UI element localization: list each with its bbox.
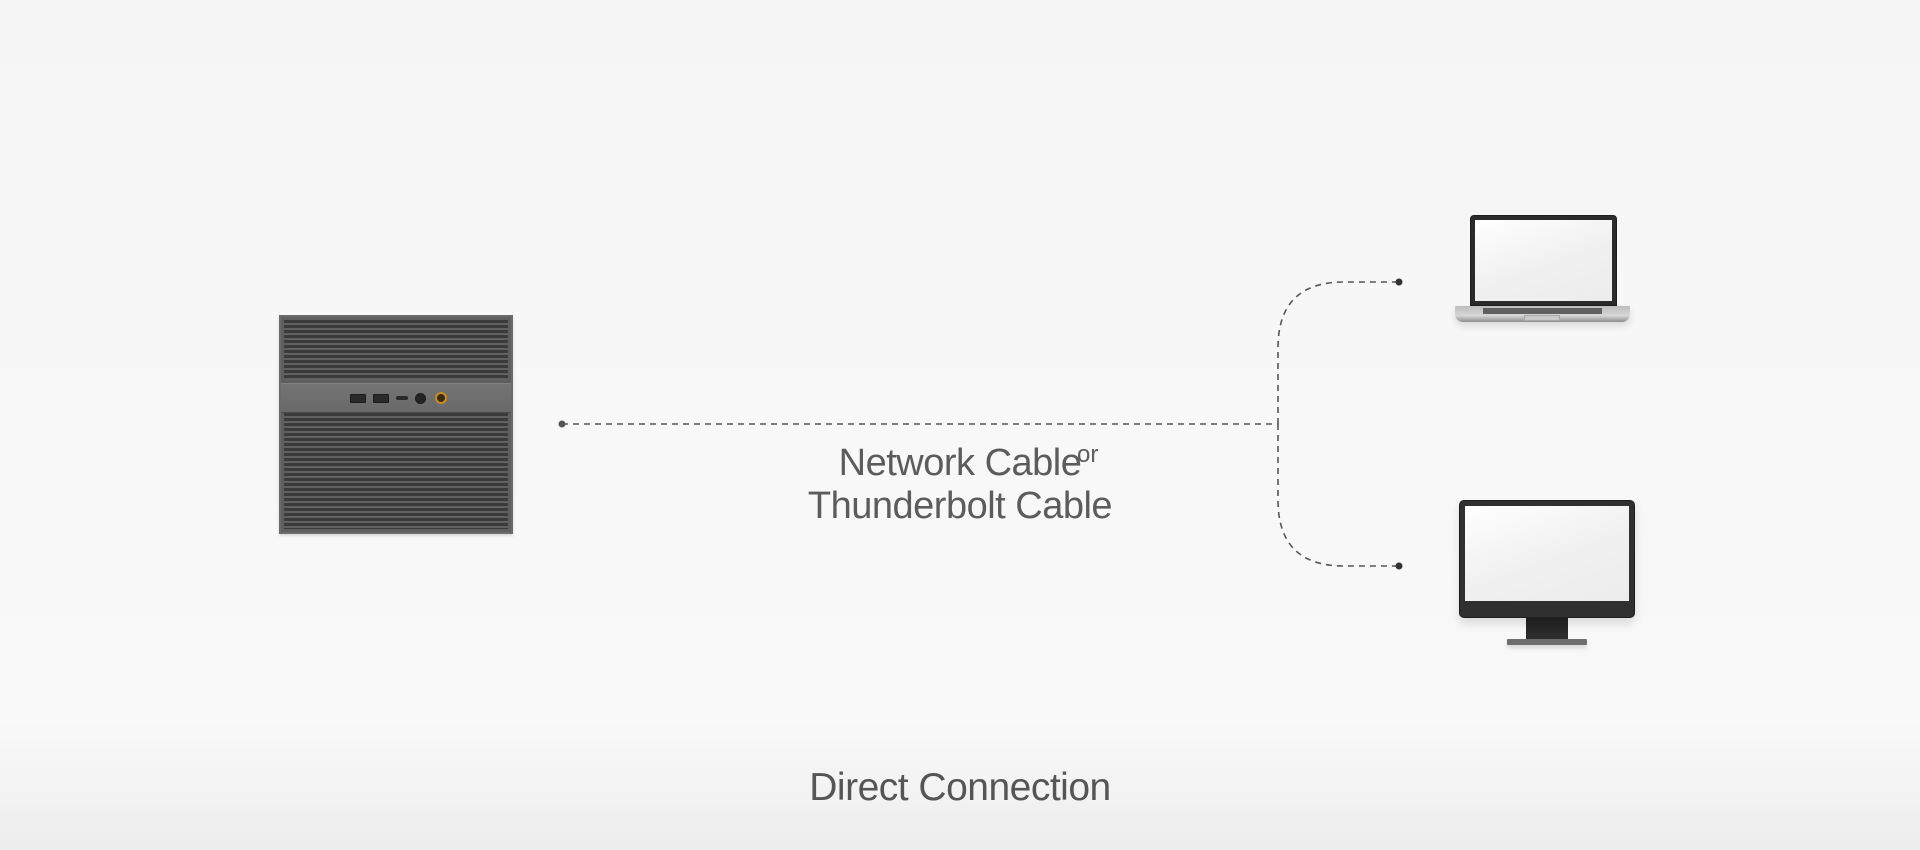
nas-vent-top (284, 320, 508, 380)
monitor-screen (1465, 506, 1629, 601)
nas-front-panel (281, 383, 511, 413)
laptop-icon (1455, 215, 1630, 355)
laptop-lid (1470, 215, 1617, 306)
thunderbolt-cable-label: Thunderbolt Cable (700, 485, 1220, 527)
diagram-title: Direct Connection (660, 766, 1260, 810)
nas-device-icon (279, 315, 513, 534)
or-label: or (1077, 441, 1098, 469)
monitor-stand (1526, 618, 1568, 640)
monitor-foot (1507, 639, 1587, 645)
connector-endpoint-nas (559, 421, 566, 428)
audio-port-icon (415, 393, 426, 404)
desktop-monitor-icon (1459, 500, 1635, 650)
usb-port-icon (373, 394, 389, 403)
usb-port-icon (350, 394, 366, 403)
laptop-trackpad (1524, 315, 1560, 321)
laptop-screen (1475, 220, 1612, 301)
power-button-icon (435, 392, 447, 404)
nas-vent-bottom (284, 413, 508, 529)
laptop-base (1455, 306, 1630, 322)
connector-branch-desktop (1278, 424, 1399, 566)
connector-endpoint-desktop (1396, 563, 1403, 570)
laptop-keyboard (1483, 308, 1602, 314)
monitor-body (1459, 500, 1635, 618)
connector-endpoint-laptop (1396, 279, 1403, 286)
network-cable-label: Network Cable (700, 442, 1220, 484)
connector-branch-laptop (1278, 282, 1399, 424)
usb-c-port-icon (396, 396, 408, 400)
